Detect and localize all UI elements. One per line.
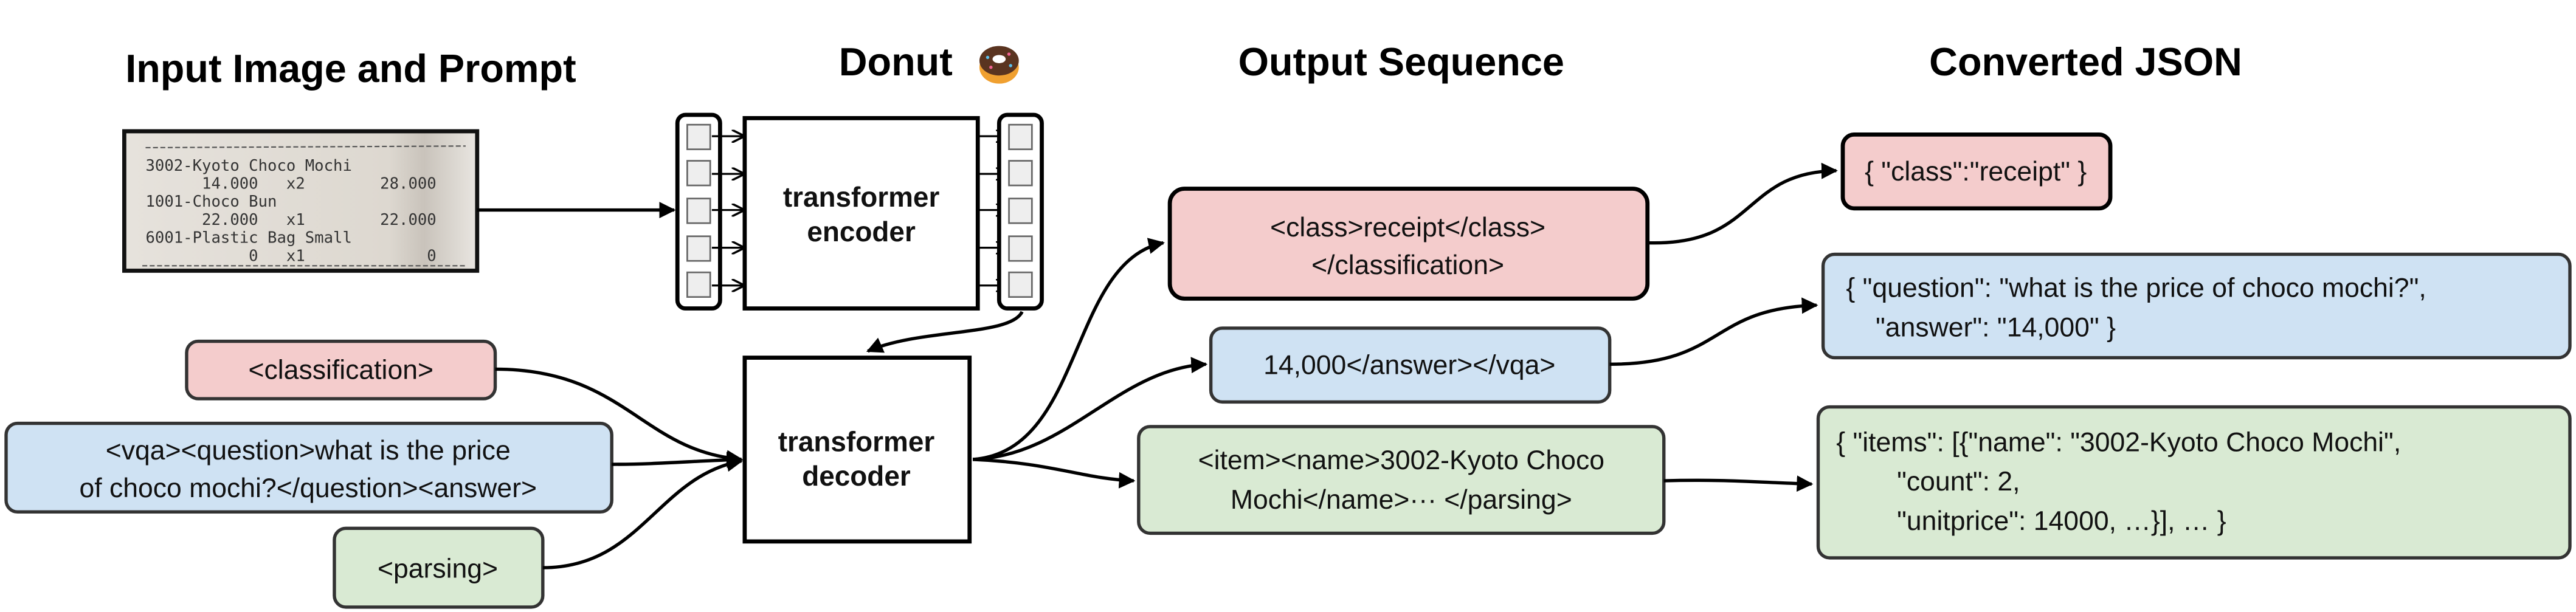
header-input: Input Image and Prompt	[125, 46, 576, 91]
transformer-decoder: transformer decoder	[742, 356, 972, 544]
json-parsing-text-1: { "items": [{"name": "3002-Kyoto Choco M…	[1836, 427, 2401, 457]
output-classification-text-1: <class>receipt</class>	[1270, 213, 1545, 242]
output-classification: <class>receipt</class> </classification>	[1167, 187, 1650, 301]
prompt-vqa-text-1: <vqa><question>what is the price	[106, 436, 511, 466]
output-parsing: <item><name>3002-Kyoto Choco Mochi</name…	[1137, 425, 1666, 535]
encoder-label-2: encoder	[807, 216, 916, 247]
arrow-vqa-to-decoder	[612, 452, 744, 469]
arrow-to-json-parsing	[1663, 475, 1814, 492]
json-vqa-text-1: { "question": "what is the price of choc…	[1846, 273, 2426, 303]
arrow-decoder-to-parsing	[973, 458, 1136, 489]
arrow-decoder-to-vqa	[973, 357, 1208, 461]
json-parsing: { "items": [{"name": "3002-Kyoto Choco M…	[1816, 405, 2572, 560]
json-vqa-text-2: "answer": "14,000" }	[1876, 312, 2116, 342]
header-json: Converted JSON	[1929, 40, 2242, 84]
prompt-vqa: <vqa><question>what is the price of choc…	[4, 421, 613, 514]
header-output: Output Sequence	[1238, 40, 1564, 84]
arrow-decoder-to-classification	[972, 238, 1165, 461]
prompt-parsing: <parsing>	[333, 526, 545, 609]
output-vqa-text: 14,000</answer></vqa>	[1263, 351, 1555, 380]
prompt-classification-text: <classification>	[249, 356, 433, 385]
encoder-label-1: transformer	[783, 181, 940, 213]
receipt-line: 1001-Choco Bun	[145, 193, 277, 211]
output-token-column	[996, 112, 1044, 311]
donut-icon	[979, 46, 1019, 84]
receipt-line: 14.000 x2 28.000	[145, 174, 436, 193]
receipt-image: 3002-Kyoto Choco Mochi 14.000 x2 28.000 …	[122, 129, 480, 273]
encoder-input-arrows	[711, 136, 743, 286]
arrow-encoder-to-decoder	[866, 311, 1024, 353]
receipt-line: 3002-Kyoto Choco Mochi	[145, 157, 351, 175]
transformer-encoder: transformer encoder	[742, 116, 980, 311]
prompt-parsing-text: <parsing>	[378, 554, 498, 583]
receipt-line: 0 x1 0	[145, 247, 436, 265]
json-parsing-text-2: "count": 2,	[1897, 467, 2020, 497]
decoder-label-2: decoder	[802, 460, 911, 492]
json-classification: { "class":"receipt" }	[1840, 132, 2113, 211]
arrow-classification-to-decoder	[495, 367, 744, 467]
output-parsing-text-2: Mochi</name>··· </parsing>	[1231, 485, 1572, 515]
output-vqa: 14,000</answer></vqa>	[1209, 326, 1612, 404]
json-classification-text: { "class":"receipt" }	[1865, 157, 2087, 187]
json-parsing-text-3: "unitprice": 14000, …}], … }	[1897, 506, 2226, 536]
arrow-to-json-vqa	[1609, 297, 1818, 366]
arrow-to-json-classification	[1647, 162, 1838, 245]
prompt-classification: <classification>	[185, 339, 497, 401]
arrow-parsing-to-decoder	[542, 455, 744, 569]
output-classification-text-2: </classification>	[1311, 250, 1504, 280]
receipt-line: 22.000 x1 22.000	[145, 211, 436, 229]
decoder-label-1: transformer	[778, 425, 935, 457]
prompt-vqa-text-2: of choco mochi?</question><answer>	[79, 473, 537, 503]
header-model: Donut	[839, 40, 1019, 84]
header-model-text: Donut	[839, 40, 953, 84]
json-vqa: { "question": "what is the price of choc…	[1821, 252, 2572, 360]
input-token-column	[675, 112, 722, 311]
receipt-line: 6001-Plastic Bag Small	[145, 229, 351, 247]
output-parsing-text-1: <item><name>3002-Kyoto Choco	[1198, 445, 1604, 475]
